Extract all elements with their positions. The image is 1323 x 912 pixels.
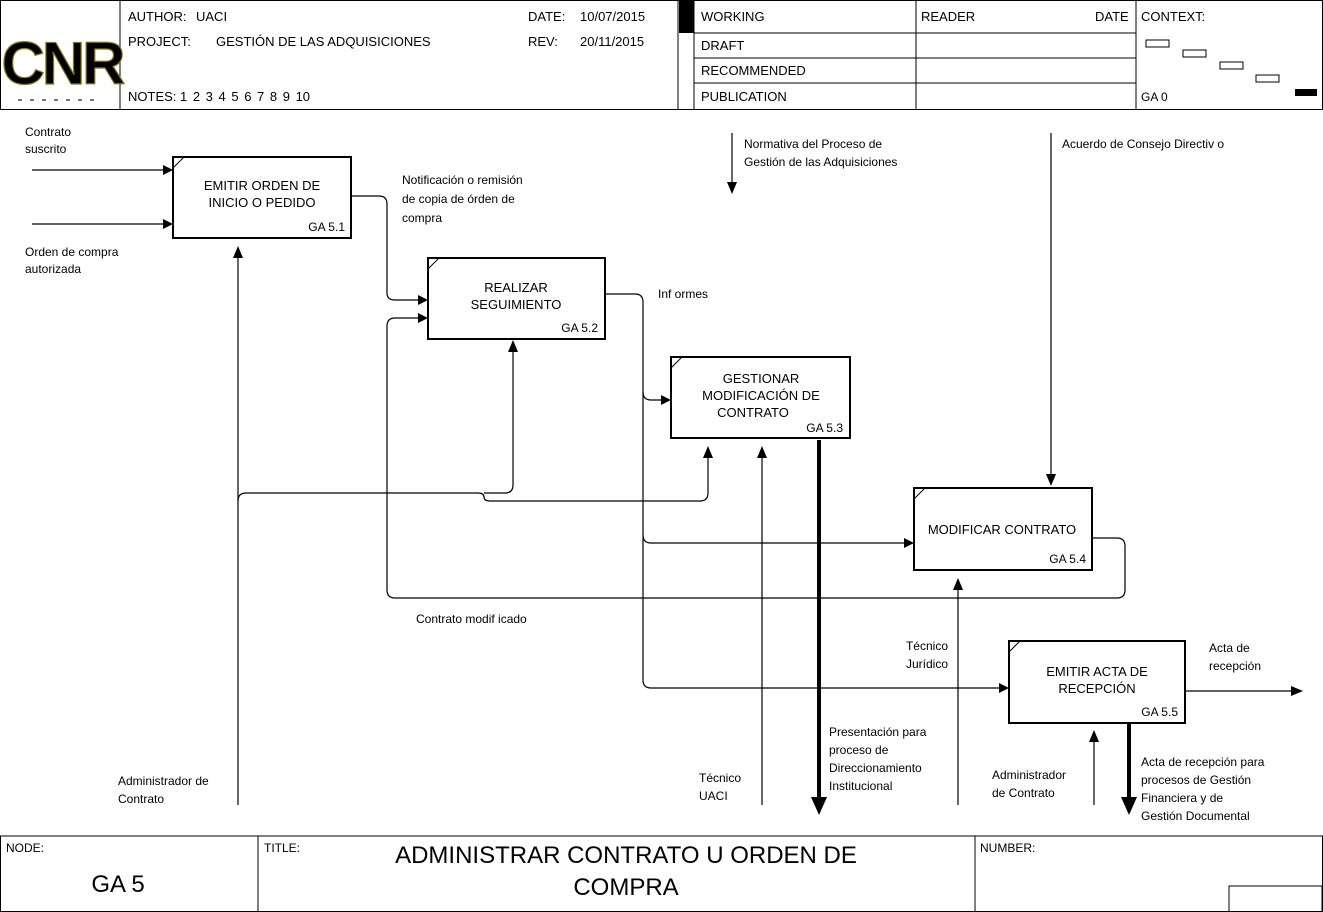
box-label-line: EMITIR ACTA DE	[1046, 664, 1148, 679]
box-node-id: GA 5.3	[806, 421, 843, 435]
diagram-title-line2: COMPRA	[573, 874, 678, 901]
label-acta-procesos: procesos de Gestión	[1141, 773, 1251, 787]
label-presentacion: Institucional	[829, 779, 892, 793]
activity-box-ga-5-5: EMITIR ACTA DE RECEPCIÓN GA 5.5	[1008, 640, 1186, 724]
reader-date-label: DATE	[1095, 9, 1129, 24]
label-notificacion: compra	[402, 211, 442, 225]
notes-value: 1 2 3 4 5 6 7 8 9 10	[180, 89, 310, 104]
label-administrador-contrato-2: Administrador	[992, 768, 1066, 782]
label-tecnico-uaci: UACI	[699, 789, 728, 803]
label-acta-procesos: Financiera y de	[1141, 791, 1223, 805]
author-value: UACI	[196, 9, 227, 24]
label-orden-compra: autorizada	[25, 262, 81, 276]
diagram-title-line1: ADMINISTRAR CONTRATO U ORDEN DE	[395, 842, 857, 869]
activity-box-ga-5-3: GESTIONAR MODIFICACIÓN DE CONTRATO GA 5.…	[670, 356, 851, 439]
date-value: 10/07/2015	[580, 9, 645, 24]
label-tecnico-juridico: Jurídico	[906, 657, 948, 671]
box-label-line: GESTIONAR	[723, 371, 800, 386]
box-label-line: MODIFICAR CONTRATO	[928, 522, 1076, 537]
label-notificacion: Notificación o remisión	[402, 173, 523, 187]
context-diagram-icon	[1145, 39, 1317, 96]
author-label: AUTHOR:	[128, 9, 187, 24]
activity-box-ga-5-2: REALIZAR SEGUIMIENTO GA 5.2	[427, 257, 606, 340]
label-acuerdo: Acuerdo de Consejo Directiv o	[1062, 137, 1224, 151]
status-working: WORKING	[701, 9, 765, 24]
label-acta-procesos: Gestión Documental	[1141, 809, 1250, 823]
label-contrato-suscrito: Contrato	[25, 125, 71, 139]
label-acta-recepcion: recepción	[1209, 659, 1261, 673]
label-tecnico-juridico: Técnico	[906, 639, 948, 653]
project-label: PROJECT:	[128, 34, 191, 49]
label-informes: Inf ormes	[658, 287, 708, 301]
rev-value: 20/11/2015	[580, 34, 644, 49]
label-normativa: Normativa del Proceso de	[744, 137, 882, 151]
box-label-line: CONTRATO	[717, 405, 789, 420]
status-publication: PUBLICATION	[701, 89, 787, 104]
box-label-line: EMITIR ORDEN DE	[204, 178, 321, 193]
project-value: GESTIÓN DE LAS ADQUISICIONES	[216, 34, 431, 49]
box-label-line: MODIFICACIÓN DE	[702, 388, 820, 403]
reader-label: READER	[921, 9, 975, 24]
status-recommended: RECOMMENDED	[701, 63, 806, 78]
box-label-line: REALIZAR	[484, 280, 548, 295]
box-label-line: RECEPCIÓN	[1058, 681, 1135, 696]
logo-text: CNR	[2, 30, 126, 97]
label-tecnico-uaci: Técnico	[699, 771, 741, 785]
activity-box-ga-5-4: MODIFICAR CONTRATO GA 5.4	[913, 487, 1093, 571]
box-node-id: GA 5.1	[308, 220, 345, 234]
label-acta-procesos: Acta de recepción para	[1141, 755, 1265, 769]
node-label: NODE:	[6, 841, 44, 855]
label-notificacion: de copia de órden de	[402, 192, 515, 206]
context-label: CONTEXT:	[1141, 9, 1205, 24]
label-presentacion: Presentación para	[829, 725, 927, 739]
page-number-box	[1228, 885, 1323, 912]
flow-lines	[32, 133, 1303, 815]
arrow-labels: Contrato suscrito Orden de compra autori…	[25, 125, 1265, 823]
label-administrador-contrato-2: de Contrato	[992, 786, 1055, 800]
node-value: GA 5	[91, 871, 144, 898]
box-node-id: GA 5.2	[561, 321, 598, 335]
header-block: CNR AUTHOR: UACI PROJECT: GESTIÓN DE LAS…	[0, 0, 1323, 110]
activity-box-ga-5-1: EMITIR ORDEN DE INICIO O PEDIDO GA 5.1	[172, 156, 352, 239]
context-node: GA 0	[1141, 90, 1168, 104]
cnr-logo: CNR	[1, 29, 129, 101]
notes-label: NOTES:	[128, 89, 176, 104]
box-label-line: SEGUIMIENTO	[471, 297, 562, 312]
footer-block: NODE: GA 5 TITLE: ADMINISTRAR CONTRATO U…	[0, 835, 1323, 912]
number-label: NUMBER:	[980, 841, 1035, 855]
rev-label: REV:	[528, 34, 558, 49]
label-administrador-contrato: Administrador de	[118, 774, 209, 788]
box-label-line: INICIO O PEDIDO	[209, 195, 316, 210]
status-draft: DRAFT	[701, 38, 744, 53]
label-contrato-suscrito: suscrito	[25, 142, 67, 156]
label-presentacion: proceso de	[829, 743, 889, 757]
working-status-marker	[679, 1, 694, 33]
label-presentacion: Direccionamiento	[829, 761, 922, 775]
date-label: DATE:	[528, 9, 565, 24]
label-acta-recepcion: Acta de	[1209, 641, 1250, 655]
label-normativa: Gestión de las Adquisiciones	[744, 155, 897, 169]
box-node-id: GA 5.4	[1049, 552, 1086, 566]
label-contrato-modificado: Contrato modif icado	[416, 612, 527, 626]
box-node-id: GA 5.5	[1141, 705, 1178, 719]
label-administrador-contrato: Contrato	[118, 792, 164, 806]
label-orden-compra: Orden de compra	[25, 245, 119, 259]
title-label: TITLE:	[264, 841, 300, 855]
